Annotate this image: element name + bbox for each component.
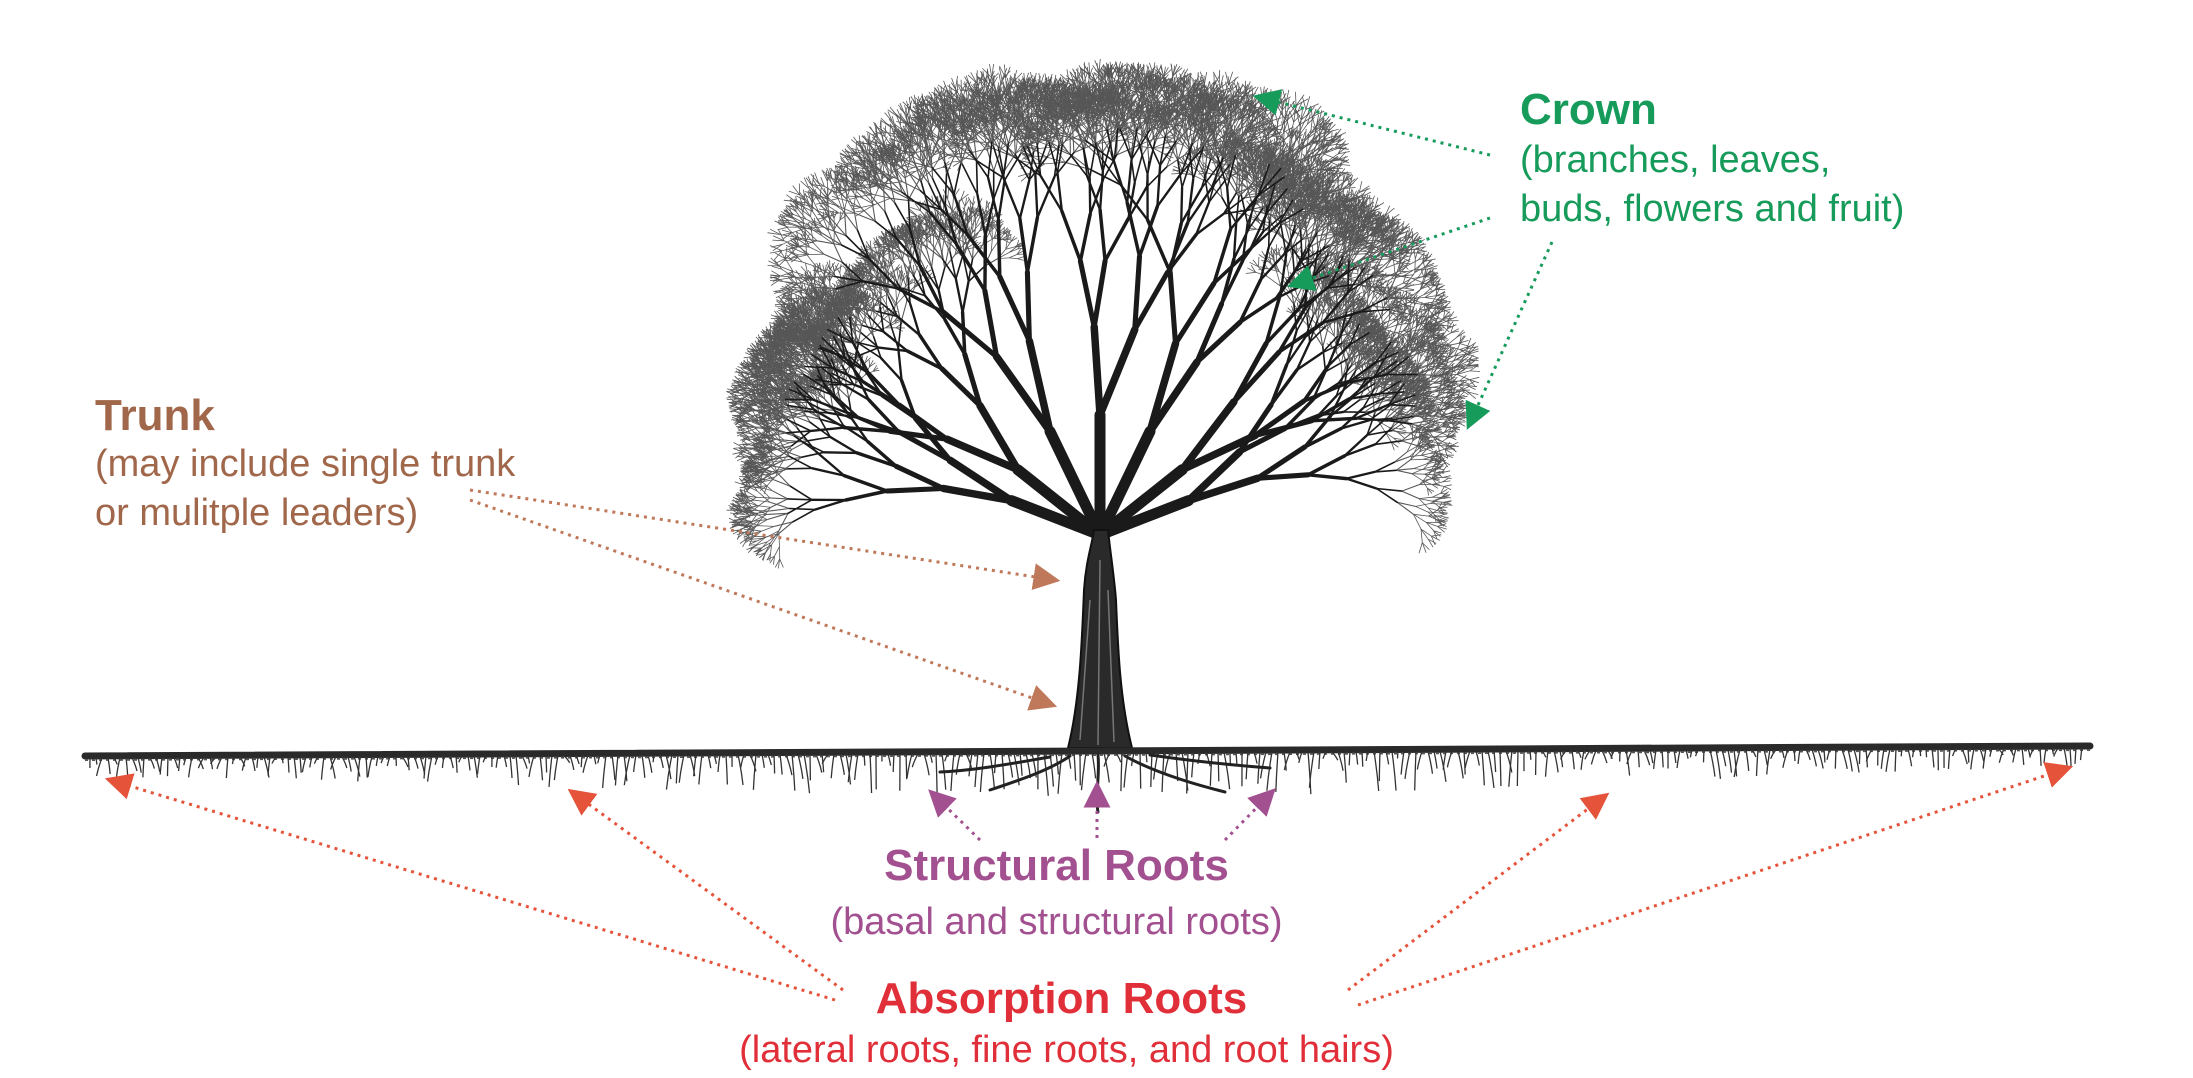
absorption-roots-label: Absorption Roots [0, 975, 2193, 1023]
trunk-label: Trunk [95, 392, 215, 440]
absorption-roots-description: (lateral roots, fine roots, and root hai… [0, 1026, 2193, 1075]
structural-roots-description: (basal and structural roots) [0, 898, 2193, 947]
crown-label: Crown [1520, 86, 1657, 134]
ground-and-roots [85, 746, 2090, 812]
structural-root-arrows [932, 786, 1272, 840]
tree-illustration [726, 59, 1480, 748]
crown-description: (branches, leaves, buds, flowers and fru… [1520, 136, 1904, 235]
crown-arrow-lower [1469, 242, 1552, 425]
trunk-description: (may include single trunk or mulitple le… [95, 440, 515, 539]
structural-roots-label: Structural Roots [0, 842, 2193, 890]
